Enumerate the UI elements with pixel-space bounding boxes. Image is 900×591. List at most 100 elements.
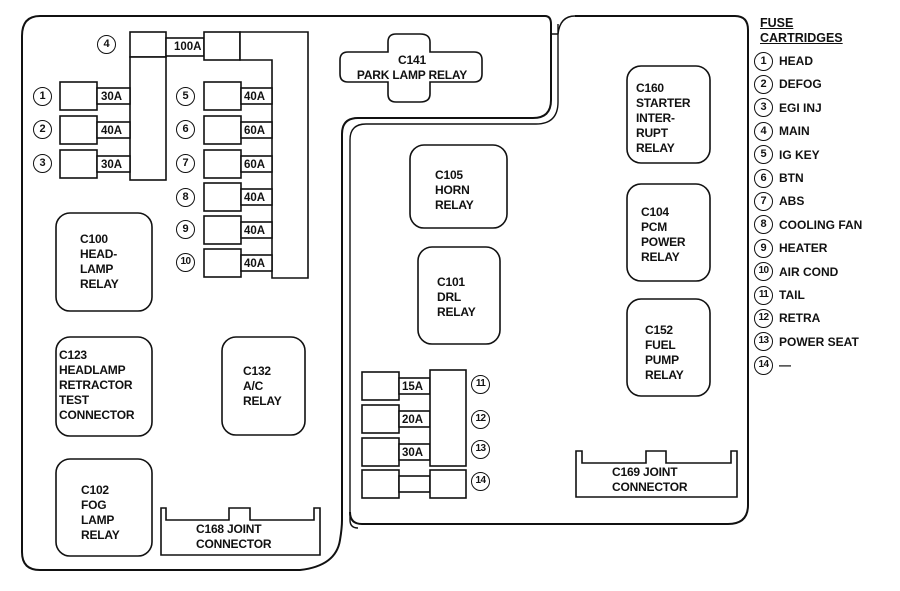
fuse-9-callout: 9 <box>176 220 195 239</box>
c160-relay-box <box>626 65 711 164</box>
c102-label: C102 FOG LAMP RELAY <box>81 483 120 542</box>
fuse-7-rating: 60A <box>244 159 266 171</box>
fuse-6-callout: 6 <box>176 120 195 139</box>
c152-relay-box <box>626 298 711 397</box>
legend-item-label: HEAD <box>779 54 814 68</box>
legend-item: 3 EGI INJ <box>754 98 822 118</box>
c104-relay-box <box>626 183 711 282</box>
fuse-number-callout: 5 <box>754 145 773 165</box>
fuse-10-callout: 10 <box>176 253 195 272</box>
legend-item: 8 COOLING FAN <box>754 215 862 235</box>
fuse-number-callout: 4 <box>754 121 773 141</box>
fuse-number-callout: 10 <box>754 262 773 282</box>
fuse-7-callout: 7 <box>176 154 195 173</box>
fuse-number-callout: 8 <box>754 215 773 235</box>
c132-relay-box <box>221 336 306 436</box>
c102-relay-box <box>55 458 153 557</box>
fuse-1-rating: 30A <box>101 91 123 103</box>
fuse-cartridges-left <box>59 81 131 179</box>
fuse-number-callout: 2 <box>754 74 773 94</box>
c101-relay-box <box>417 246 501 345</box>
fuse-11-rating: 15A <box>402 381 424 393</box>
fuse-8-callout: 8 <box>176 188 195 207</box>
legend-item-label: HEATER <box>779 241 828 256</box>
fuse-number-callout: 14 <box>754 355 773 375</box>
c141-label: C141 PARK LAMP RELAY <box>356 53 468 82</box>
c100-relay-box <box>55 212 153 312</box>
fuse-1-callout: 1 <box>33 87 52 106</box>
legend-title-line2: CARTRIDGES <box>760 31 843 45</box>
fuse-2-callout: 2 <box>33 120 52 139</box>
c105-label: C105 HORN RELAY <box>435 168 474 212</box>
fuse-cartridges-right <box>203 81 273 278</box>
c168-label: C168 JOINT CONNECTOR <box>196 522 272 551</box>
fuse-12-callout: 12 <box>471 410 490 429</box>
fuse-10-rating: 40A <box>244 258 266 270</box>
legend-item: 4 MAIN <box>754 121 810 141</box>
legend-item: 12 RETRA <box>754 308 820 328</box>
fuse-13-callout: 13 <box>471 440 490 459</box>
c141-relay-shape <box>339 33 483 103</box>
legend-item: 10 AIR COND <box>754 262 838 282</box>
fuse-4-rating: 100A <box>174 41 202 53</box>
fuse-5-rating: 40A <box>244 91 266 103</box>
c152-label: C152 FUEL PUMP RELAY <box>645 323 684 382</box>
legend-item-label: IG KEY <box>779 147 820 162</box>
legend-item: 5 IG KEY <box>754 145 820 165</box>
fuse-number-callout: 6 <box>754 168 773 188</box>
legend-item-label: ABS <box>779 194 805 209</box>
fuse-8-rating: 40A <box>244 192 266 204</box>
fuse-14-callout: 14 <box>471 472 490 491</box>
legend-item: 1 HEAD <box>754 51 813 71</box>
c169-connector-shape <box>575 450 738 498</box>
c169-label: C169 JOINT CONNECTOR <box>612 465 688 494</box>
legend-item-label: MAIN <box>779 124 810 139</box>
c123-label: C123 HEADLAMP RETRACTOR TEST CONNECTOR <box>59 348 135 422</box>
fuse-number-callout: 11 <box>754 285 773 305</box>
fuse-number-callout: 12 <box>754 308 773 328</box>
c160-label: C160 STARTER INTER- RUPT RELAY <box>636 81 691 155</box>
left-housing-outline <box>21 15 552 571</box>
fuse-3-callout: 3 <box>33 154 52 173</box>
legend-item-label: AIR COND <box>779 264 839 279</box>
legend-item-label: EGI INJ <box>779 100 822 115</box>
fuse-6-rating: 60A <box>244 125 266 137</box>
fuse-5-callout: 5 <box>176 87 195 106</box>
right-housing-top-curve <box>557 15 576 35</box>
fuse-3-rating: 30A <box>101 159 123 171</box>
legend-item-label: DEFOG <box>779 77 822 92</box>
fuse-number-callout: 9 <box>754 238 773 258</box>
fuse-4-left-block <box>129 31 167 58</box>
fuse-number-callout: 1 <box>754 51 773 71</box>
fuse-12-rating: 20A <box>402 414 424 426</box>
legend-item: 14 — <box>754 355 791 375</box>
legend-item-label: POWER SEAT <box>779 334 859 349</box>
left-housing-inner-wall <box>349 24 559 529</box>
legend-item-label: COOLING FAN <box>779 217 863 232</box>
legend-item: 2 DEFOG <box>754 74 822 94</box>
legend-item-label: RETRA <box>779 311 821 326</box>
fuse-bus-left <box>129 56 167 181</box>
legend-item: 9 HEATER <box>754 238 827 258</box>
fuse-bus-right <box>239 31 309 279</box>
legend-title-line1: FUSE <box>760 16 794 30</box>
c132-label: C132 A/C RELAY <box>243 364 282 408</box>
c168-connector-shape <box>160 507 321 556</box>
legend-item-label: BTN <box>779 171 804 185</box>
fuse-4-right-block <box>203 31 241 61</box>
legend-item: 6 BTN <box>754 168 804 188</box>
fuse-cartridges-lower <box>361 369 467 499</box>
fuse-number-callout: 3 <box>754 98 773 118</box>
c105-relay-box <box>409 144 508 229</box>
fuse-4-callout: 4 <box>97 35 116 54</box>
c101-label: C101 DRL RELAY <box>437 275 476 319</box>
c100-label: C100 HEAD- LAMP RELAY <box>80 232 119 291</box>
legend-item-label: — <box>779 358 791 373</box>
fuse-11-callout: 11 <box>471 375 490 394</box>
fuse-2-rating: 40A <box>101 125 123 137</box>
fuse-number-callout: 13 <box>754 332 773 352</box>
c123-connector-box <box>55 336 153 437</box>
